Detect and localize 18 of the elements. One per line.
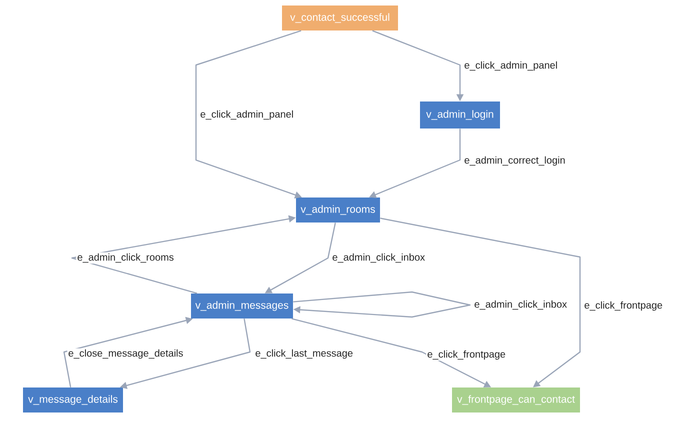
edge-label: e_click_admin_panel (463, 60, 559, 72)
state-box: v_frontpage_can_contact (452, 388, 580, 412)
state-box: v_contact_successful (282, 6, 398, 30)
edge-label: e_close_message_details (67, 348, 184, 360)
edge-label: e_click_frontpage (583, 300, 664, 312)
state-box: v_admin_messages (191, 294, 293, 318)
state-box: v_message_details (23, 388, 123, 412)
edge-label: e_admin_click_inbox (331, 252, 426, 264)
state-box: v_admin_login (420, 102, 500, 128)
edge-label: e_admin_click_inbox (473, 299, 568, 311)
state-box: v_admin_rooms (296, 198, 380, 222)
edge-label: e_click_frontpage (426, 349, 507, 361)
edge-label: e_click_admin_panel (199, 109, 295, 121)
arrow (380, 218, 581, 388)
edge-label: e_admin_correct_login (463, 155, 566, 167)
edge-label: e_admin_click_rooms (76, 252, 175, 264)
edge-label: e_click_last_message (254, 348, 354, 360)
arrow (293, 291, 471, 318)
